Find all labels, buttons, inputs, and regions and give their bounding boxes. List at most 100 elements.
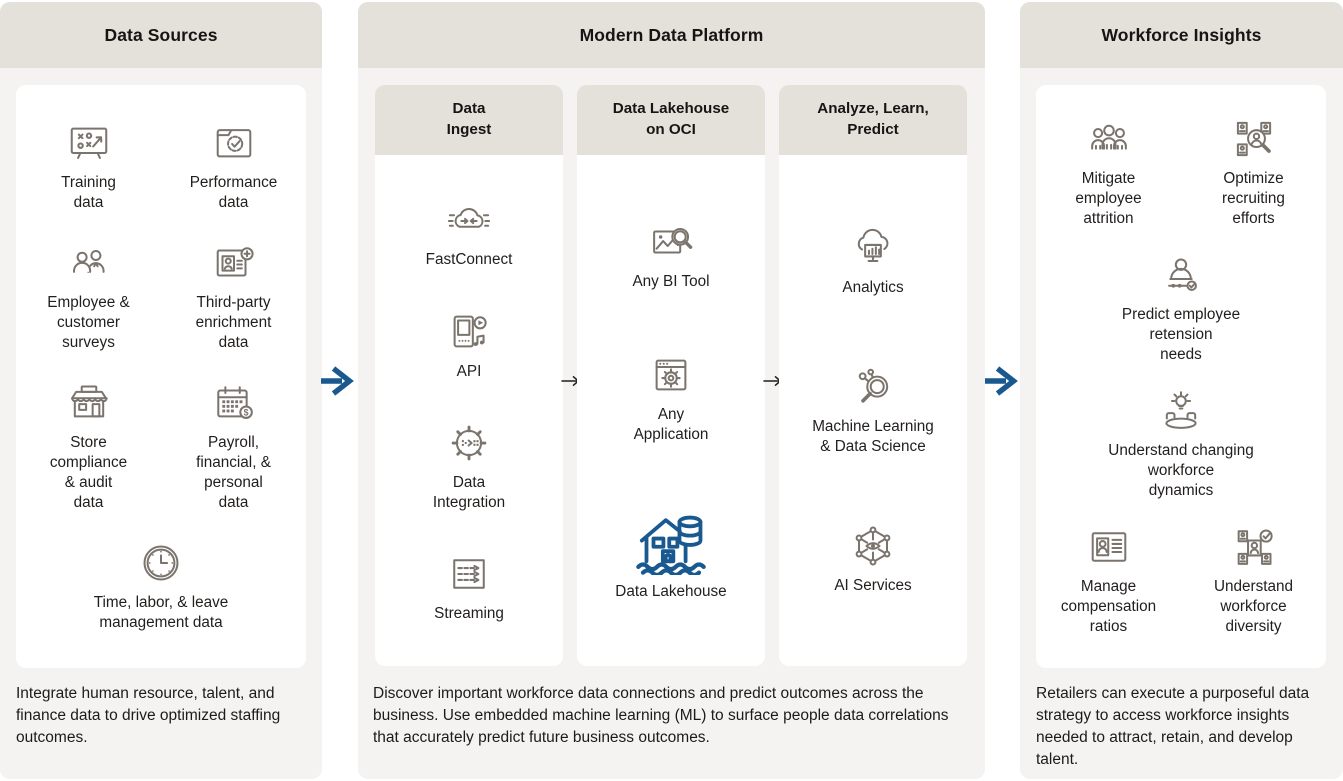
item-payroll-data: $ Payroll, financial, & personal data: [161, 380, 306, 513]
bi-tool-icon: [648, 219, 694, 265]
item-optimize-recruiting: Optimize recruiting efforts: [1181, 116, 1326, 229]
workforce-insights-body: Mitigate employee attrition: [1020, 68, 1343, 779]
item-analytics: Analytics: [842, 225, 904, 298]
item-label: FastConnect: [425, 251, 513, 269]
item-label: Mitigate employee attrition: [1075, 170, 1142, 228]
item-label: Optimize recruiting efforts: [1222, 170, 1285, 228]
item-label: API: [456, 362, 482, 380]
workforce-insights-panel: Workforce Insights Mitigate employee att: [1020, 2, 1343, 779]
platform-header: Modern Data Platform: [358, 2, 985, 68]
data-lakehouse-column: Data Lakehouse on OCI Any BI Tool: [577, 85, 765, 666]
item-machine-learning: Machine Learning & Data Science: [812, 364, 934, 457]
item-label: Streaming: [434, 604, 504, 622]
platform-body: Data Ingest FastConnect: [358, 68, 985, 779]
data-lakehouse-icon: [630, 505, 712, 575]
analyze-learn-predict-column: Analyze, Learn, Predict Analytics: [779, 85, 967, 666]
item-workforce-dynamics: Understand changing workforce dynamics: [1036, 388, 1326, 501]
item-label: Store compliance & audit data: [49, 434, 128, 511]
data-sources-panel: Data Sources: [0, 2, 322, 779]
recruiting-search-icon: [1231, 116, 1277, 162]
item-label: Manage compensation ratios: [1060, 578, 1157, 635]
item-fastconnect: FastConnect: [425, 197, 513, 270]
item-surveys: Employee & customer surveys: [16, 240, 161, 353]
modern-data-platform-panel: Modern Data Platform Data Ingest FastCon…: [358, 2, 985, 779]
item-mitigate-attrition: Mitigate employee attrition: [1036, 116, 1181, 229]
item-store-data: Store compliance & audit data: [16, 380, 161, 513]
insights-row-1: Mitigate employee attrition: [1036, 116, 1326, 229]
sources-row-4: Time, labor, & leave management data: [16, 540, 306, 633]
item-data-lakehouse: Data Lakehouse: [615, 505, 727, 602]
workforce-insights-title: Workforce Insights: [1101, 24, 1262, 45]
item-label: Employee & customer surveys: [47, 294, 130, 352]
flow-arrow-right-icon: [319, 362, 357, 405]
api-icon: [446, 309, 492, 355]
workforce-insights-header: Workforce Insights: [1020, 2, 1343, 68]
item-label: Understand changing workforce dynamics: [1108, 442, 1254, 499]
item-ai-services: AI Services: [834, 523, 912, 596]
data-lakehouse-header: Data Lakehouse on OCI: [577, 85, 765, 155]
data-sources-body: Training data Performance data: [0, 68, 322, 779]
item-compensation-ratios: Manage compensation ratios: [1036, 524, 1181, 637]
idea-table-icon: [1158, 388, 1204, 434]
clock-icon: [138, 540, 184, 586]
people-group-icon: [1086, 116, 1132, 162]
data-sources-header: Data Sources: [0, 2, 322, 68]
workforce-insights-card: Mitigate employee attrition: [1036, 85, 1326, 668]
item-label: Understand workforce diversity: [1213, 578, 1294, 635]
item-workforce-diversity: Understand workforce diversity: [1181, 524, 1326, 637]
item-label: Third-party enrichment data: [195, 294, 272, 352]
training-data-icon: [66, 120, 112, 166]
ai-services-icon: [850, 523, 896, 569]
insights-row-2: Predict employee retension needs: [1036, 252, 1326, 365]
item-label: Performance data: [189, 174, 278, 212]
sources-row-1: Training data Performance data: [16, 120, 306, 213]
item-label: Predict employee retension needs: [1121, 306, 1241, 363]
item-predict-retention: Predict employee retension needs: [1036, 252, 1326, 365]
retention-person-icon: [1158, 252, 1204, 298]
item-label: Time, labor, & leave management data: [93, 593, 229, 631]
platform-title: Modern Data Platform: [579, 24, 764, 45]
svg-text:$: $: [243, 407, 248, 417]
item-label: Data Lakehouse: [615, 583, 727, 600]
item-label: Data Integration: [432, 473, 506, 511]
fastconnect-cloud-icon: [446, 197, 492, 243]
analyze-header: Analyze, Learn, Predict: [779, 85, 967, 155]
insights-row-3: Understand changing workforce dynamics: [1036, 388, 1326, 501]
item-api: API: [446, 309, 492, 382]
item-label: Payroll, financial, & personal data: [196, 434, 271, 511]
data-sources-card: Training data Performance data: [16, 85, 306, 668]
item-time-labor-data: Time, labor, & leave management data: [16, 540, 306, 633]
performance-data-icon: [211, 120, 257, 166]
enrichment-data-icon: [211, 240, 257, 286]
item-performance-data: Performance data: [161, 120, 306, 213]
item-label: Machine Learning & Data Science: [812, 418, 934, 455]
workforce-insights-description: Retailers can execute a purposeful data …: [1036, 685, 1310, 769]
payroll-calendar-icon: $: [211, 380, 257, 426]
item-any-bi-tool: Any BI Tool: [632, 219, 710, 292]
insights-row-4: Manage compensation ratios: [1036, 524, 1326, 637]
compensation-window-icon: [1086, 524, 1132, 570]
analytics-cloud-icon: [850, 225, 896, 271]
data-sources-description: Integrate human resource, talent, and fi…: [16, 685, 281, 747]
item-enrichment-data: Third-party enrichment data: [161, 240, 306, 353]
item-label: AI Services: [834, 577, 912, 594]
data-ingest-column: Data Ingest FastConnect: [375, 85, 563, 666]
data-lakehouse-items: Any BI Tool Any Application: [577, 155, 765, 666]
item-any-application: Any Application: [633, 352, 709, 445]
surveys-icon: [66, 240, 112, 286]
flow-arrow-right-icon: [983, 362, 1021, 405]
application-gear-icon: [648, 352, 694, 398]
machine-learning-icon: [850, 364, 896, 410]
item-streaming: Streaming: [434, 551, 504, 624]
item-data-integration: Data Integration: [433, 420, 505, 513]
store-icon: [66, 380, 112, 426]
data-ingest-items: FastConnect API: [375, 155, 563, 666]
item-label: Analytics: [842, 279, 904, 297]
streaming-icon: [446, 551, 492, 597]
item-label: Training data: [61, 174, 116, 212]
item-label: Any Application: [633, 406, 709, 443]
analyze-items: Analytics Machine Learning & Data: [779, 155, 967, 666]
sources-row-2: Employee & customer surveys: [16, 240, 306, 353]
diversity-cards-icon: [1231, 524, 1277, 570]
data-sources-title: Data Sources: [104, 24, 218, 45]
